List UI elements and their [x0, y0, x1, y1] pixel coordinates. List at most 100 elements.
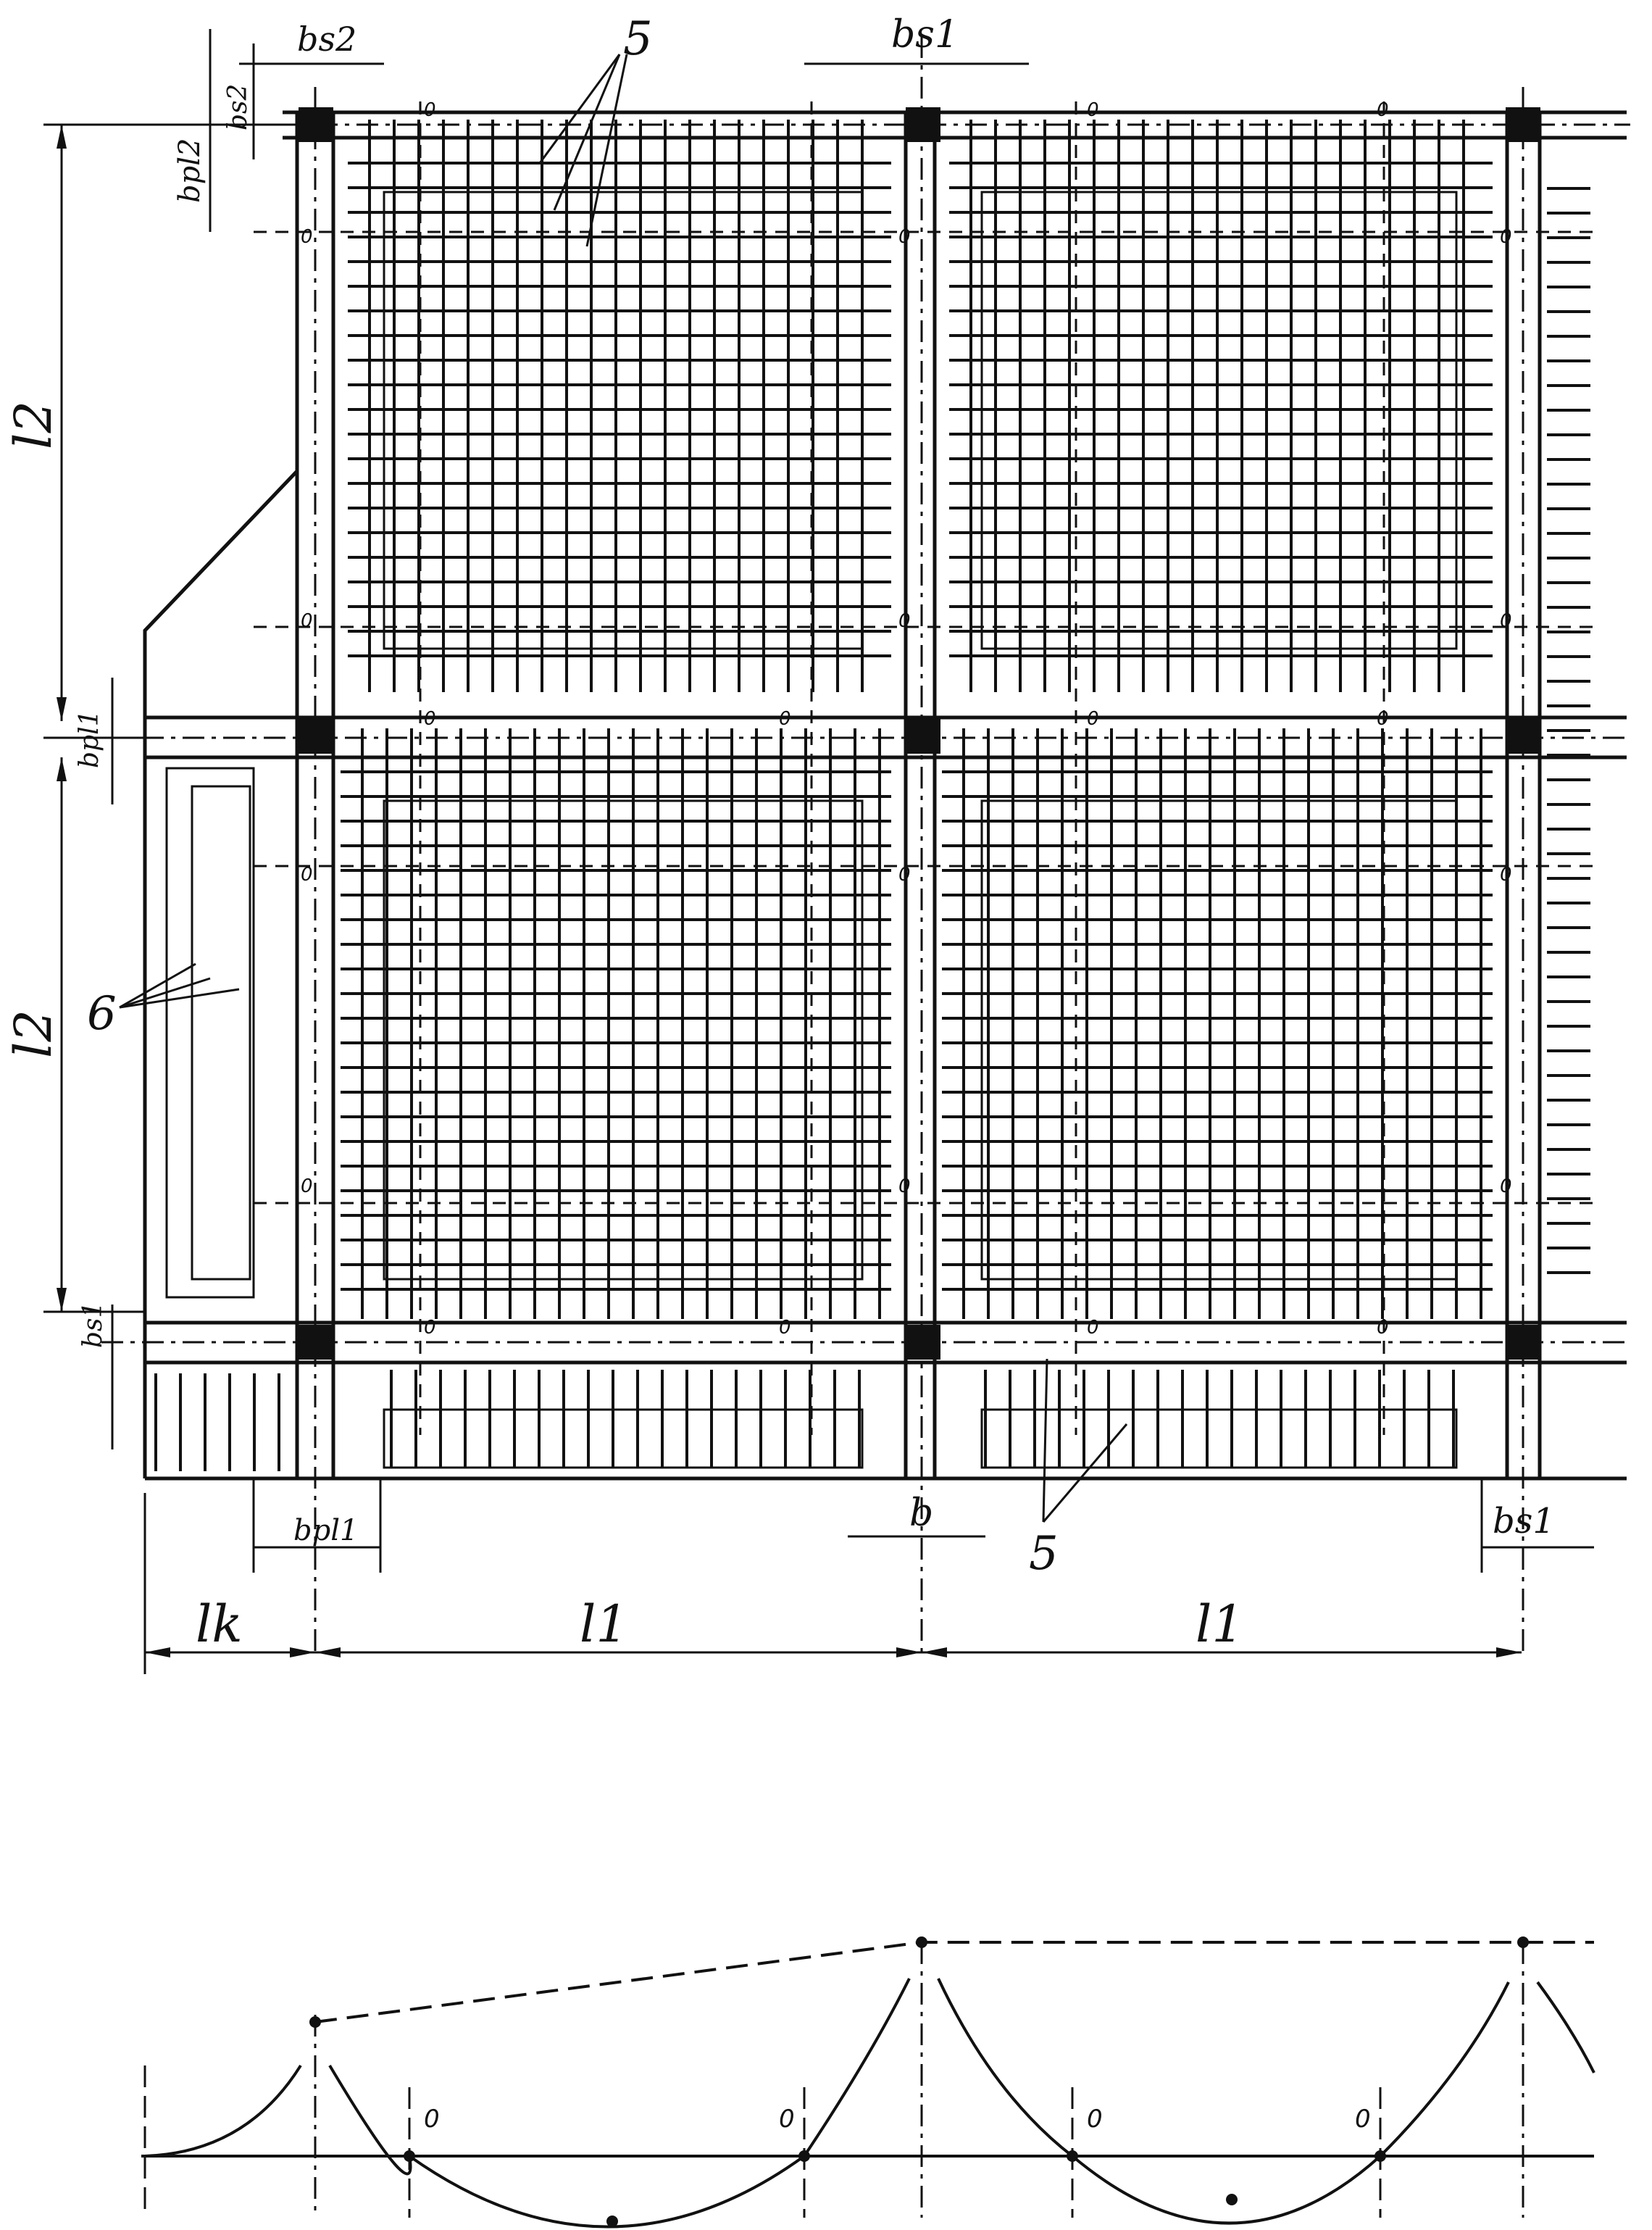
moment-point-2 — [404, 2150, 415, 2162]
label-l2-top: l2 — [4, 401, 63, 449]
moment-point-1 — [309, 2016, 321, 2028]
arrow-chain-m2 — [315, 1647, 341, 1657]
cantilever-stirrup-2 — [191, 785, 251, 1281]
moment-point-6 — [1067, 2150, 1078, 2162]
label-l2-bottom: l2 — [4, 1010, 63, 1058]
zero-moment-label: 0 — [1500, 1176, 1512, 1197]
moment-zero-1: 0 — [424, 2105, 440, 2134]
zero-moment-label: 0 — [301, 1176, 313, 1197]
zero-moment-label: 0 — [898, 864, 911, 886]
label-bs1-bottom: bs1 — [1493, 1501, 1555, 1542]
zero-moment-label: 0 — [424, 1317, 436, 1339]
leader-5-bottom-a — [1042, 1358, 1048, 1523]
callout-5-top: 5 — [623, 12, 653, 66]
moment-curve-span-1 — [328, 1978, 911, 2229]
column-b3 — [1506, 719, 1540, 754]
zero-moment-label: 0 — [424, 708, 436, 730]
zero-moment-label: 0 — [1500, 864, 1512, 886]
axis-lines — [101, 36, 1630, 1652]
moment-zero-2: 0 — [779, 2105, 795, 2134]
callout-6: 6 — [87, 987, 117, 1041]
label-bs2: bs2 — [297, 20, 356, 59]
arrow-chain-left — [145, 1647, 170, 1657]
callout-5-bottom: 5 — [1029, 1527, 1059, 1581]
dimension-labels: bs2 bs1 bs2 bpl2 l2 bpl1 l2 bs1 bpl1 b b… — [4, 12, 1555, 1654]
arrow-chain-m1 — [290, 1647, 315, 1657]
zero-moment-label: 0 — [1087, 708, 1099, 730]
moment-curve-end — [1536, 1981, 1595, 2073]
moment-zero-4: 0 — [1355, 2105, 1371, 2134]
zero-moment-label: 0 — [301, 864, 313, 886]
slab-reinforcement-meshes — [154, 120, 1590, 1471]
zero-moment-label: 0 — [424, 99, 436, 121]
label-l1-first: l1 — [580, 1594, 628, 1654]
moment-curve-cantilever — [144, 2064, 302, 2158]
zero-moment-label: 0 — [779, 708, 791, 730]
label-bs2-left: bs2 — [223, 84, 253, 130]
label-b: b — [909, 1491, 933, 1535]
column-c3 — [1506, 1325, 1540, 1360]
arrow-l2-top-down — [57, 697, 67, 721]
zero-moment-label: 0 — [301, 610, 313, 632]
leader-5-b — [553, 54, 621, 211]
zero-moment-label: 0 — [1087, 99, 1099, 121]
frame-panel-1 — [383, 191, 864, 650]
zero-moment-label: 0 — [779, 1317, 791, 1339]
column-a1 — [299, 107, 333, 142]
moment-point-4 — [798, 2150, 810, 2162]
zero-moment-label: 0 — [1500, 226, 1512, 248]
moment-point-9 — [1517, 1936, 1529, 1948]
label-bpl1-bottom: bpl1 — [293, 1514, 358, 1547]
moment-point-8 — [1374, 2150, 1386, 2162]
zero-moment-label: 0 — [898, 226, 911, 248]
columns — [299, 107, 1540, 1360]
label-bpl2: bpl2 — [173, 138, 206, 203]
dimension-lines — [43, 29, 1594, 1674]
frame-bottom-1 — [383, 1408, 864, 1469]
frame-bottom-2 — [980, 1408, 1458, 1469]
moment-zero-3: 0 — [1087, 2105, 1103, 2134]
moment-diagram: 0 0 0 0 — [141, 1936, 1595, 2229]
column-b2 — [906, 719, 940, 754]
zero-moment-label: 0 — [898, 1176, 911, 1197]
zero-moment-label: 0 — [1087, 1317, 1099, 1339]
zero-moment-label: 0 — [1377, 99, 1389, 121]
arrow-l2-bot-down — [57, 1288, 67, 1312]
moment-point-5 — [916, 1936, 927, 1948]
slab-structure — [143, 110, 1627, 1481]
leader-5-a — [538, 54, 621, 164]
column-b1 — [299, 719, 333, 754]
moment-point-7 — [1226, 2194, 1238, 2205]
label-l1-second: l1 — [1196, 1594, 1244, 1654]
dimension-arrows — [57, 125, 1522, 1657]
leader-6-c — [119, 988, 240, 1009]
column-a2 — [906, 107, 940, 142]
zero-moment-label: 0 — [898, 610, 911, 632]
label-bs1-top: bs1 — [891, 13, 959, 57]
leader-5-c — [585, 54, 628, 247]
arrow-chain-right — [1496, 1647, 1522, 1657]
moment-envelope — [314, 1941, 1594, 2023]
column-c2 — [906, 1325, 940, 1360]
zero-moment-label: 0 — [301, 226, 313, 248]
cantilever-stirrup-1 — [165, 767, 255, 1299]
arrow-chain-m4 — [922, 1647, 947, 1657]
arrow-l2-bot-up — [57, 757, 67, 781]
moment-point-3 — [606, 2216, 618, 2227]
label-bpl1-left: bpl1 — [75, 710, 104, 768]
panel-frames — [165, 191, 1458, 1469]
leader-5-bottom-b — [1042, 1423, 1128, 1523]
leader-6-a — [119, 962, 196, 1009]
arrow-l2-top-up — [57, 125, 67, 149]
leader-6-b — [119, 977, 211, 1009]
column-c1 — [299, 1325, 333, 1360]
label-lk: lk — [196, 1594, 243, 1654]
cantilever-edge — [143, 470, 299, 1478]
arrow-chain-m3 — [896, 1647, 922, 1657]
label-bs1-left: bs1 — [78, 1302, 108, 1348]
column-a3 — [1506, 107, 1540, 142]
support-bars-dashed — [254, 101, 1594, 1435]
frame-panel-4 — [980, 799, 1458, 1281]
